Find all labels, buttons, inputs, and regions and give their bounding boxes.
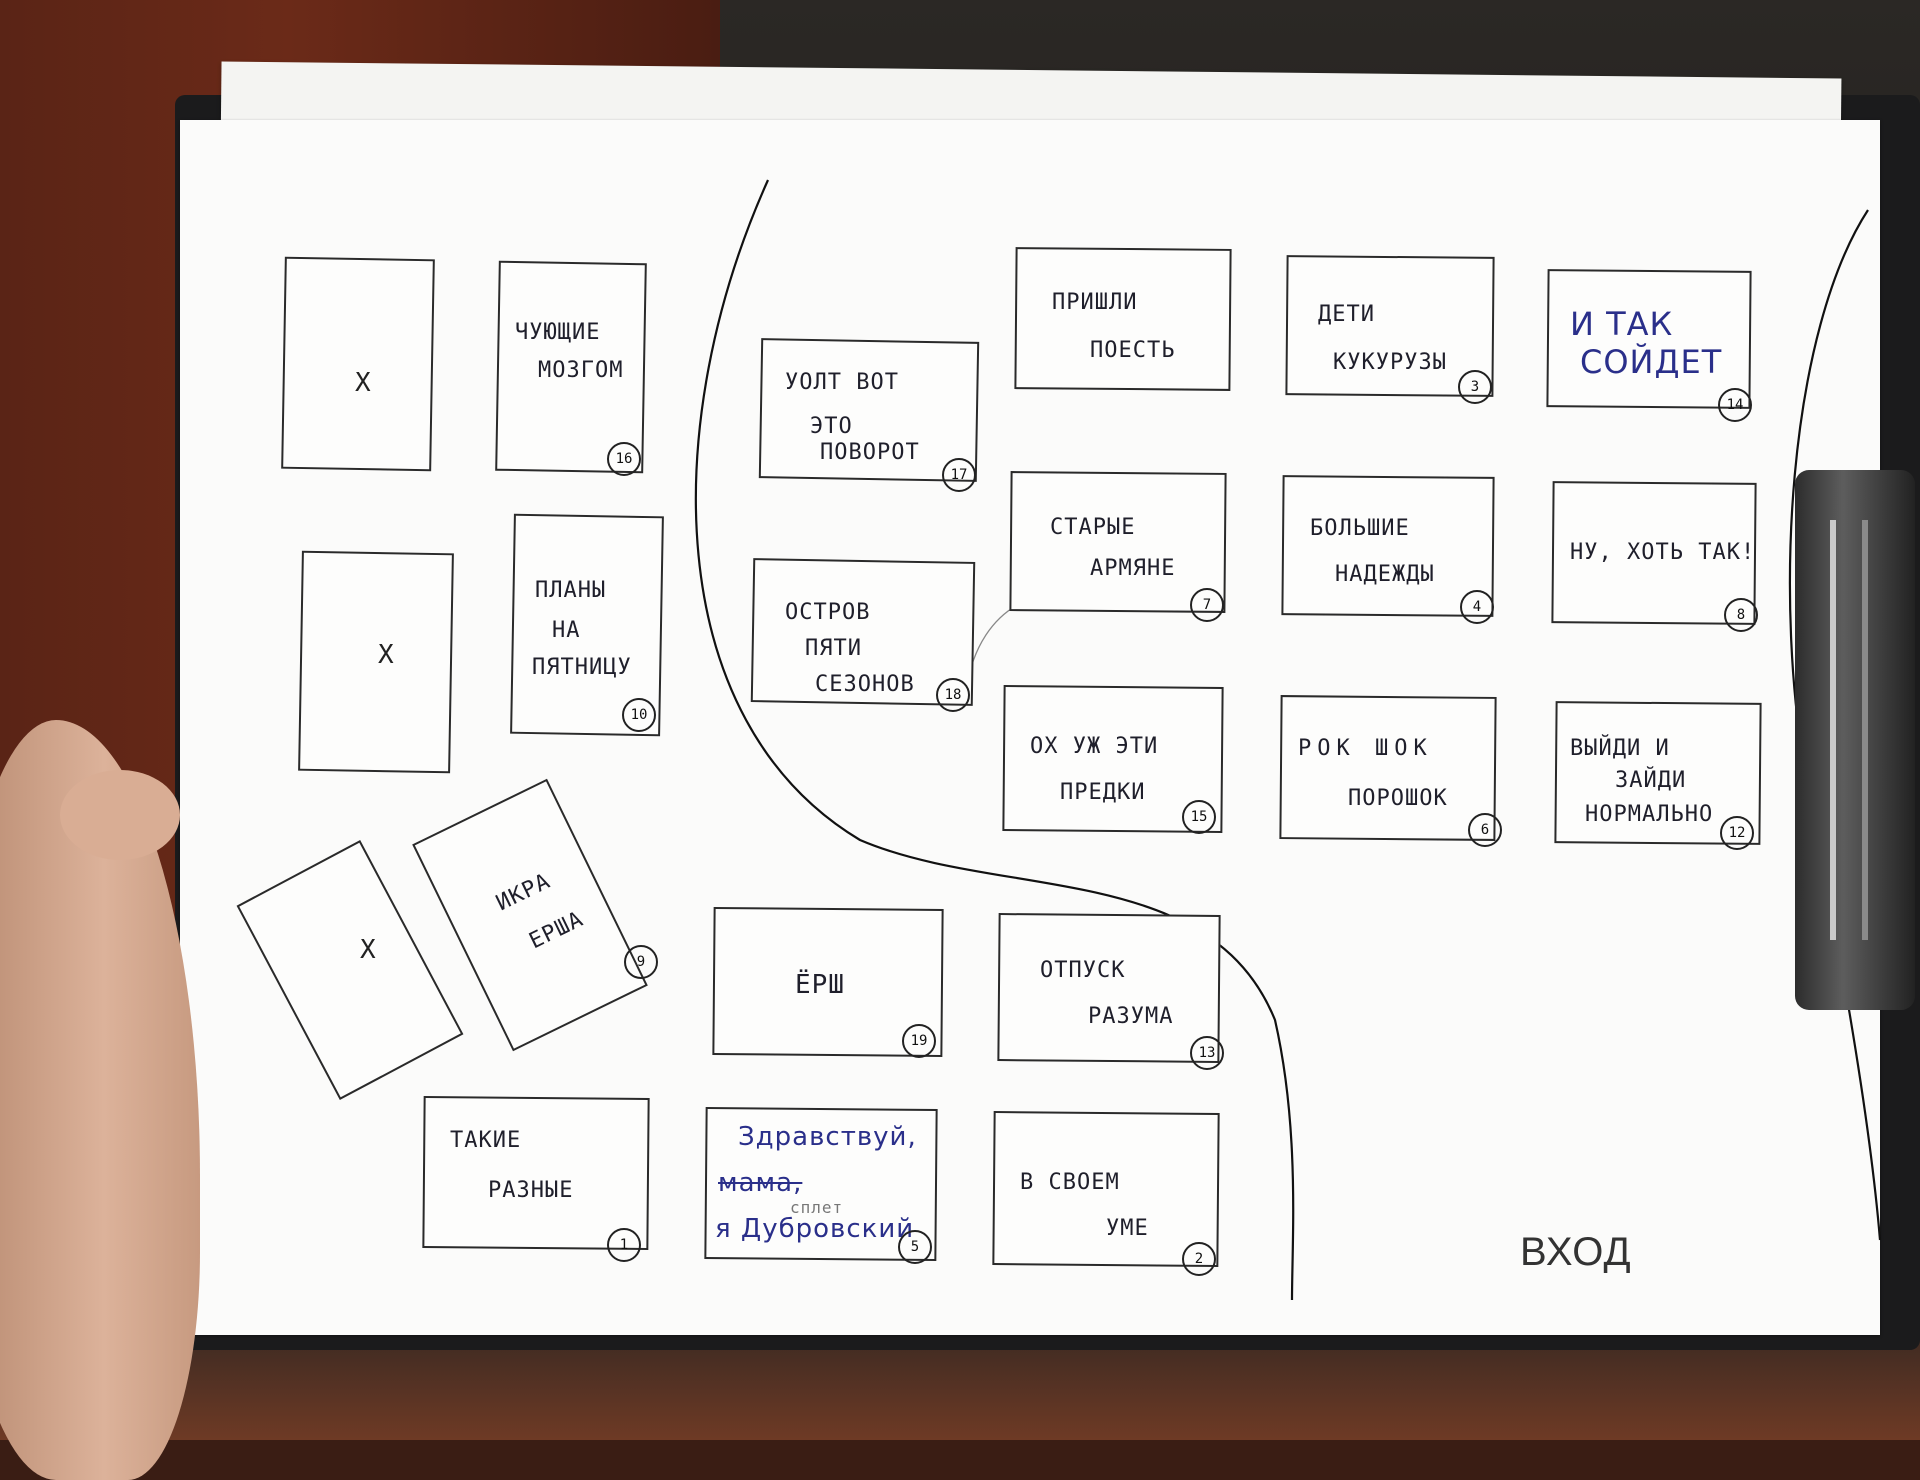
table-5-insert: сплет bbox=[790, 1198, 844, 1217]
entrance-label: ВХОД bbox=[1520, 1230, 1632, 1274]
table-2-number: 2 bbox=[1182, 1242, 1216, 1276]
table-1-line1: ТАКИЕ bbox=[450, 1128, 522, 1153]
x-mark: Х bbox=[360, 935, 376, 965]
table-prishli-poest bbox=[1014, 247, 1232, 391]
table-7-number: 7 bbox=[1190, 588, 1224, 622]
table-10-line3: ПЯТНИЦУ bbox=[532, 655, 632, 680]
table-12-number: 12 bbox=[1720, 816, 1754, 850]
table-17-line2: ЭТО bbox=[810, 414, 853, 439]
table-17-line3: ПОВОРОТ bbox=[820, 440, 920, 465]
table-10-line2: НА bbox=[552, 618, 581, 643]
clipboard-clip bbox=[1795, 470, 1915, 1010]
table-4-line2: НАДЕЖДЫ bbox=[1335, 562, 1435, 587]
table-9-number: 9 bbox=[624, 945, 658, 979]
table-12-line2: ЗАЙДИ bbox=[1615, 768, 1687, 793]
table-1 bbox=[422, 1096, 650, 1250]
table-14-line2: СОЙДЕТ bbox=[1580, 343, 1723, 381]
table-7 bbox=[1009, 471, 1227, 613]
table-prishli-line2: ПОЕСТЬ bbox=[1090, 338, 1176, 363]
table-14-number: 14 bbox=[1718, 388, 1752, 422]
table-19-line1: ЁРШ bbox=[795, 970, 845, 1000]
table-19-number: 19 bbox=[902, 1024, 936, 1058]
table-12-line1: ВЫЙДИ И bbox=[1570, 736, 1670, 761]
table-17-number: 17 bbox=[942, 458, 976, 492]
table-7-line2: АРМЯНЕ bbox=[1090, 556, 1176, 581]
table-12-line3: НОРМАЛЬНО bbox=[1585, 802, 1714, 827]
table-4-line1: БОЛЬШИЕ bbox=[1310, 516, 1410, 541]
table-13-line2: РАЗУМА bbox=[1088, 1004, 1174, 1029]
table-empty bbox=[281, 256, 435, 472]
table-6 bbox=[1279, 695, 1497, 841]
table-13-line1: ОТПУСК bbox=[1040, 958, 1126, 983]
table-8-line1: НУ, ХОТЬ ТАК! bbox=[1570, 540, 1756, 565]
table-5-line3: я Дубровский bbox=[715, 1214, 915, 1244]
table-16-line2: МОЗГОМ bbox=[538, 358, 624, 383]
table-5-line2: мама, bbox=[718, 1168, 803, 1198]
table-14-line1: И ТАК bbox=[1570, 305, 1674, 343]
table-15-number: 15 bbox=[1182, 800, 1216, 834]
table-prishli-line1: ПРИШЛИ bbox=[1052, 290, 1138, 315]
table-1-number: 1 bbox=[607, 1228, 641, 1262]
table-13 bbox=[997, 913, 1221, 1063]
table-6-line2: ПОРОШОК bbox=[1348, 786, 1448, 811]
table-18-line3: СЕЗОНОВ bbox=[815, 672, 915, 697]
table-6-number: 6 bbox=[1468, 813, 1502, 847]
x-mark: Х bbox=[378, 640, 394, 670]
table-3-number: 3 bbox=[1458, 370, 1492, 404]
clip-wire bbox=[1830, 520, 1868, 940]
thumb bbox=[60, 770, 180, 860]
x-mark: Х bbox=[355, 368, 371, 398]
table-8-number: 8 bbox=[1724, 598, 1758, 632]
table-13-number: 13 bbox=[1190, 1036, 1224, 1070]
table-2-line2: УМЕ bbox=[1106, 1216, 1149, 1241]
table-7-line1: СТАРЫЕ bbox=[1050, 515, 1136, 540]
table-3-line2: КУКУРУЗЫ bbox=[1333, 350, 1447, 375]
table-18-number: 18 bbox=[936, 678, 970, 712]
table-empty bbox=[298, 550, 454, 774]
table-5-number: 5 bbox=[898, 1230, 932, 1264]
table-2-line1: В СВОЕМ bbox=[1020, 1170, 1120, 1195]
table-16-line1: ЧУЮЩИЕ bbox=[515, 320, 601, 345]
table-15-line1: ОХ УЖ ЭТИ bbox=[1030, 734, 1159, 759]
table-18-line1: ОСТРОВ bbox=[785, 600, 871, 625]
table-16-number: 16 bbox=[607, 442, 641, 476]
table-6-line1: РОК ШОК bbox=[1298, 736, 1433, 761]
table-10-line1: ПЛАНЫ bbox=[535, 578, 607, 603]
table-10-number: 10 bbox=[622, 698, 656, 732]
table-3-line1: ДЕТИ bbox=[1318, 302, 1375, 327]
table-15-line2: ПРЕДКИ bbox=[1060, 780, 1146, 805]
table-1-line2: РАЗНЫЕ bbox=[488, 1178, 574, 1203]
table-5-line1: Здравствуй, bbox=[738, 1122, 917, 1152]
table-17-line1: УОЛТ ВОТ bbox=[785, 370, 899, 395]
table-4-number: 4 bbox=[1460, 590, 1494, 624]
table-18-line2: ПЯТИ bbox=[805, 636, 862, 661]
